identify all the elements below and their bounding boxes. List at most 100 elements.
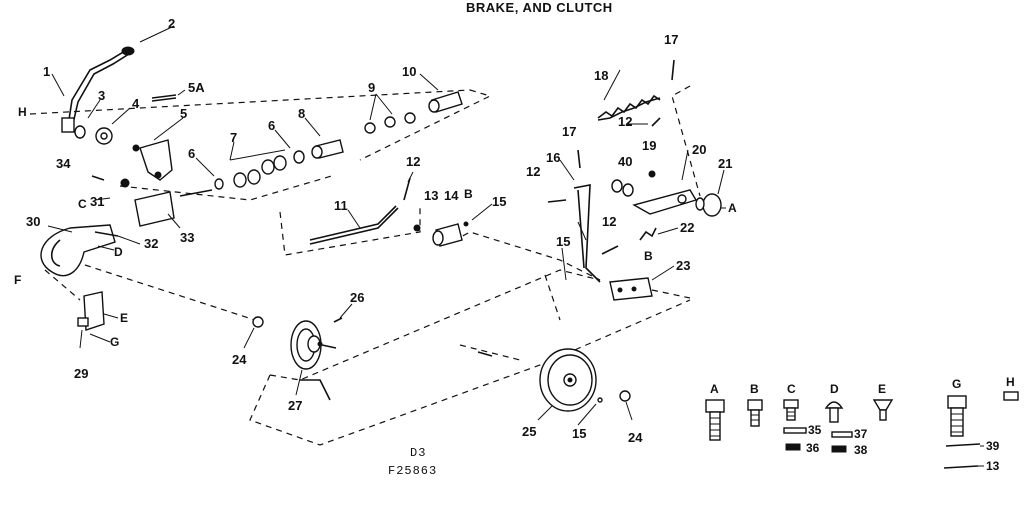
part-32-rod	[94, 231, 119, 237]
label-34: 34	[56, 156, 71, 171]
frame-slot	[544, 274, 561, 321]
hardware-label-36: 36	[806, 441, 820, 455]
label-17-top: 17	[664, 32, 678, 47]
part-12-pin-upper	[403, 177, 411, 201]
figure-code: F25863	[388, 464, 437, 478]
label-22: 22	[680, 220, 694, 235]
label-14: 14	[444, 188, 459, 203]
part-17-pin-left	[577, 149, 581, 169]
part-25-wheel	[539, 348, 597, 412]
label-12-left: 12	[526, 164, 540, 179]
hardware-label-35: 35	[808, 423, 822, 437]
label-5: 5	[180, 106, 187, 121]
part-23-plate	[609, 277, 653, 301]
part-6-washer-left	[214, 178, 224, 190]
part-6-washer-right	[293, 150, 305, 164]
label-7: 7	[230, 130, 237, 145]
frame-outline-upper	[269, 231, 601, 381]
hardware-35-washer	[783, 427, 807, 434]
hardware-39-pin	[945, 443, 981, 447]
hardware-d-bolt	[824, 401, 844, 423]
label-e: E	[120, 311, 128, 325]
part-16-rod	[573, 184, 601, 283]
label-2: 2	[168, 16, 175, 31]
label-30: 30	[26, 214, 40, 229]
part-3-washer	[74, 125, 86, 139]
label-g: G	[110, 335, 119, 349]
label-24-left: 24	[232, 352, 247, 367]
label-b-lower: B	[644, 249, 653, 263]
hardware-c-bolt	[783, 399, 799, 421]
part-14-roller	[432, 223, 463, 247]
belt-line-24	[84, 264, 256, 321]
part-24-nut-right	[619, 390, 631, 402]
hardware-g-bolt	[947, 395, 967, 437]
label-32: 32	[144, 236, 158, 251]
pulley-shaft	[321, 344, 337, 349]
part-5-bracket	[132, 139, 173, 181]
label-18: 18	[594, 68, 608, 83]
label-12-right: 12	[618, 114, 632, 129]
part-20-bracket	[632, 189, 698, 215]
leader-lines	[47, 25, 726, 426]
label-11: 11	[334, 198, 348, 213]
part-12-pin-lower	[601, 245, 619, 255]
part-20-hole	[677, 194, 687, 204]
hardware-label-c: C	[787, 382, 796, 396]
frame-outline-lower	[249, 299, 691, 446]
label-h: H	[18, 105, 27, 119]
part-7-bearings	[233, 155, 287, 188]
part-10-sleeve	[428, 91, 463, 113]
part-17-pin-top	[671, 59, 675, 81]
label-8: 8	[298, 106, 305, 121]
part-19-nut	[648, 170, 656, 178]
label-12-upper: 12	[406, 154, 420, 169]
axle-line	[459, 344, 521, 361]
part-12-pin-left	[547, 199, 567, 203]
label-20: 20	[692, 142, 706, 157]
part-4-bushing	[95, 127, 113, 145]
label-13: 13	[424, 188, 438, 203]
hardware-legend	[705, 391, 1019, 469]
label-40: 40	[618, 154, 632, 169]
hardware-label-d: D	[830, 382, 839, 396]
label-23: 23	[676, 258, 690, 273]
part-1-lever	[61, 46, 135, 133]
label-26: 26	[350, 290, 364, 305]
hardware-label-g: G	[952, 377, 961, 391]
part-31-nut	[120, 178, 130, 188]
belt-line-f	[44, 269, 81, 301]
part-11-rod	[309, 205, 397, 241]
part-11-rod-edge	[309, 207, 399, 245]
hardware-38-nut	[831, 445, 847, 453]
plate-axis	[651, 289, 691, 299]
label-33: 33	[180, 230, 194, 245]
label-5a: 5A	[188, 80, 205, 95]
label-10: 10	[402, 64, 416, 79]
part-30-brake-band	[40, 224, 116, 277]
part-15-pin	[463, 221, 469, 227]
label-4: 4	[132, 96, 140, 111]
label-16: 16	[546, 150, 560, 165]
part-21-knob	[695, 193, 722, 217]
frame-edge	[300, 379, 331, 401]
label-a-part21: A	[728, 201, 737, 215]
part-40-washer	[611, 179, 623, 193]
part-15-pin-lower	[597, 397, 603, 403]
part-5a-key	[151, 94, 177, 99]
label-f: F	[14, 273, 21, 287]
hardware-label-37: 37	[854, 427, 868, 441]
part-26-key	[333, 317, 343, 323]
hardware-37-washer	[831, 431, 853, 438]
label-3: 3	[98, 88, 105, 103]
label-6-left: 6	[188, 146, 195, 161]
label-27: 27	[288, 398, 302, 413]
label-17-left: 17	[562, 124, 576, 139]
part-34-pin	[91, 175, 105, 181]
hardware-label-h: H	[1006, 375, 1015, 389]
part-40-washer-b	[622, 183, 634, 197]
label-31: 31	[90, 194, 104, 209]
hardware-label-b: B	[750, 382, 759, 396]
